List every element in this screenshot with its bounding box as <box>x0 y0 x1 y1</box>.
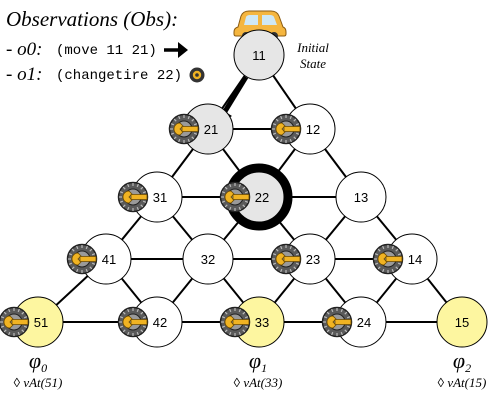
node-label: 12 <box>306 122 320 137</box>
spare-tire-icon <box>117 306 149 338</box>
wrench-icon <box>122 315 148 329</box>
spare-tire-icon <box>219 181 251 213</box>
wrench-icon <box>224 190 250 204</box>
initial-state-line2: State <box>300 56 326 71</box>
goal-formula: ◊ vAt(33) <box>234 375 283 390</box>
wrench-icon <box>275 252 301 266</box>
node-label: 42 <box>153 315 167 330</box>
wrench-icon <box>224 315 250 329</box>
goal-labels: φ0 ◊ vAt(51) φ1 ◊ vAt(33) φ2 ◊ vAt(15) <box>14 348 487 390</box>
node-32: 32 <box>182 233 234 285</box>
spare-tire-icon <box>321 306 353 338</box>
node-label: 14 <box>408 252 422 267</box>
node-11: 11 <box>233 29 285 81</box>
wrench-icon <box>275 122 301 136</box>
wrench-icon <box>122 190 148 204</box>
goal-phi-1: φ1 ◊ vAt(33) <box>234 348 283 390</box>
right-arrow-icon <box>164 42 188 58</box>
node-33: 33 <box>219 296 285 348</box>
node-circle <box>233 29 285 81</box>
wrench-icon <box>71 252 97 266</box>
node-label: 21 <box>204 122 218 137</box>
node-22: 22 <box>219 163 293 231</box>
observation-o0-action: (move 11 21) <box>56 43 157 59</box>
goal-phi-0: φ0 ◊ vAt(51) <box>14 348 63 390</box>
location-nodes: 11 21 12 31 22 13 41 32 23 14 51 42 33 24 15 <box>0 29 488 348</box>
tire-icon <box>189 67 205 83</box>
node-21: 21 <box>168 103 234 155</box>
node-label: 51 <box>34 315 48 330</box>
goal-subscript: 1 <box>261 361 267 375</box>
node-circle <box>436 296 488 348</box>
observations-heading: Observations (Obs): <box>6 7 178 31</box>
spare-tire-icon <box>168 113 200 145</box>
observation-o1-label: - o1: <box>6 64 42 85</box>
initial-state-line1: Initial <box>296 40 329 55</box>
node-label: 33 <box>255 315 269 330</box>
node-label: 23 <box>306 252 320 267</box>
node-31: 31 <box>117 171 183 223</box>
spare-tire-icon <box>66 243 98 275</box>
node-circle <box>335 171 387 223</box>
observations-panel: Observations (Obs): - o0: (move 11 21) -… <box>6 7 205 85</box>
node-label: 13 <box>354 190 368 205</box>
node-label: 22 <box>255 190 269 205</box>
node-15: 15 <box>436 296 488 348</box>
goal-symbol: φ <box>249 348 261 373</box>
node-41: 41 <box>66 233 132 285</box>
goal-phi-2: φ2 ◊ vAt(15) <box>438 348 487 390</box>
node-24: 24 <box>321 296 387 348</box>
wrench-icon <box>173 122 199 136</box>
goal-symbol: φ <box>29 348 41 373</box>
node-label: 11 <box>252 48 266 63</box>
spare-tire-icon <box>372 243 404 275</box>
spare-tire-icon <box>270 243 302 275</box>
node-13: 13 <box>335 171 387 223</box>
node-label: 41 <box>102 252 116 267</box>
spare-tire-icon <box>219 306 251 338</box>
node-label: 24 <box>357 315 371 330</box>
wrench-icon <box>377 252 403 266</box>
goal-subscript: 2 <box>465 361 471 375</box>
goal-formula: ◊ vAt(15) <box>438 375 487 390</box>
node-label: 32 <box>201 252 215 267</box>
node-label: 15 <box>455 315 469 330</box>
goal-symbol: φ <box>453 348 465 373</box>
observation-o1-action: (changetire 22) <box>56 68 182 84</box>
observation-o0-label: - o0: <box>6 39 42 60</box>
spare-tire-icon <box>0 306 30 338</box>
svg-text:φ2: φ2 <box>453 348 471 375</box>
node-23: 23 <box>270 233 336 285</box>
wrench-icon <box>3 315 29 329</box>
goal-formula: ◊ vAt(51) <box>14 375 63 390</box>
node-circle <box>182 233 234 285</box>
node-12: 12 <box>270 103 336 155</box>
spare-tire-icon <box>270 113 302 145</box>
goal-subscript: 0 <box>41 361 47 375</box>
node-14: 14 <box>372 233 438 285</box>
spare-tire-icon <box>117 181 149 213</box>
svg-text:φ1: φ1 <box>249 348 267 375</box>
node-51: 51 <box>0 296 64 348</box>
node-label: 31 <box>153 190 167 205</box>
svg-text:φ0: φ0 <box>29 348 47 375</box>
wrench-icon <box>326 315 352 329</box>
node-42: 42 <box>117 296 183 348</box>
